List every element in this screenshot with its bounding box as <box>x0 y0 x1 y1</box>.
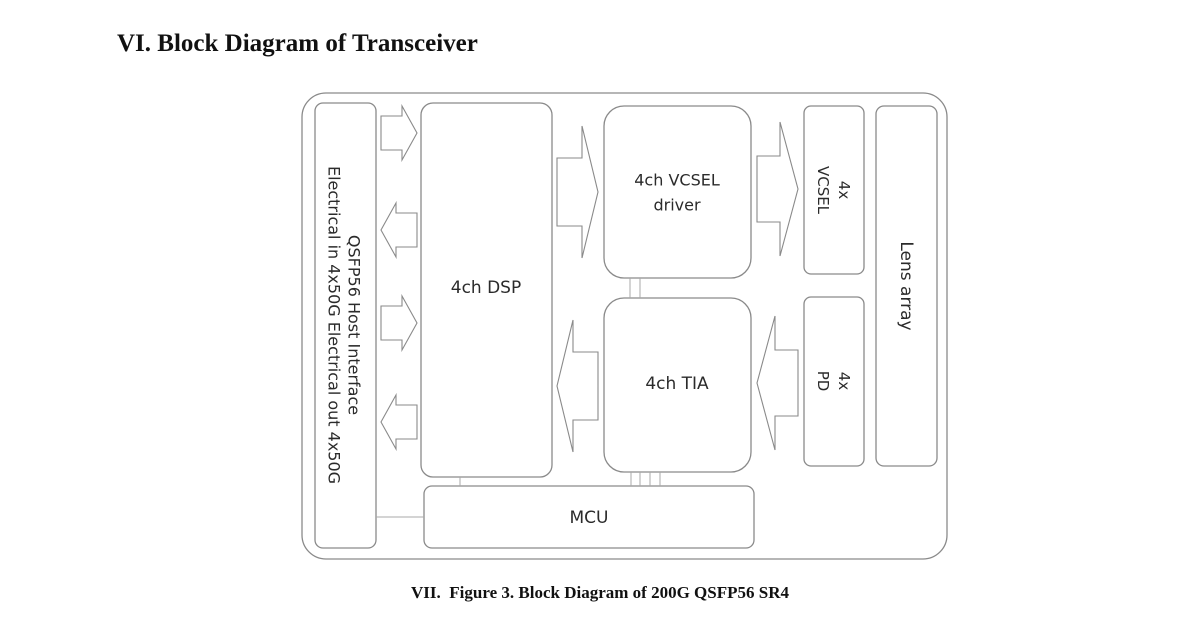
tia-block <box>603 297 752 473</box>
host-interface-label-line1: QSFP56 Host Interface <box>345 235 364 415</box>
arrow-dsp-to-host-1 <box>380 200 418 260</box>
host-interface-block <box>314 102 377 549</box>
arrow-vcsel-driver-to-vcsel <box>756 121 799 257</box>
vcsel-driver-label-line2: driver <box>653 196 700 215</box>
pd-label-line2: PD <box>814 371 832 392</box>
arrow-host-to-dsp-1 <box>380 103 418 163</box>
arrow-pd-to-tia <box>756 315 799 451</box>
dsp-label: 4ch DSP <box>451 278 521 298</box>
vcsel-label-line1: 4x <box>835 181 853 200</box>
vcsel-label-line2: VCSEL <box>814 166 832 215</box>
dsp-block <box>420 102 553 478</box>
arrow-host-to-dsp-2 <box>380 293 418 353</box>
pd-block <box>803 296 865 467</box>
pd-label-line1: 4x <box>835 372 853 391</box>
section-heading: VI. Block Diagram of Transceiver <box>117 30 478 57</box>
lens-array-block <box>875 105 938 467</box>
mcu-label: MCU <box>570 508 609 528</box>
arrow-tia-to-dsp <box>556 319 599 453</box>
vcsel-driver-label-line1: 4ch VCSEL <box>634 171 720 190</box>
host-interface-label-line2: Electrical in 4x50G Electrical out 4x50G <box>325 166 344 484</box>
tia-label: 4ch TIA <box>645 374 709 394</box>
figure-caption: VII. Figure 3. Block Diagram of 200G QSF… <box>411 583 789 602</box>
vcsel-block <box>803 105 865 275</box>
lens-array-label: Lens array <box>896 241 916 330</box>
arrow-dsp-to-vcsel-driver <box>556 125 599 259</box>
vcsel-driver-block <box>603 105 752 279</box>
arrow-dsp-to-host-2 <box>380 392 418 452</box>
